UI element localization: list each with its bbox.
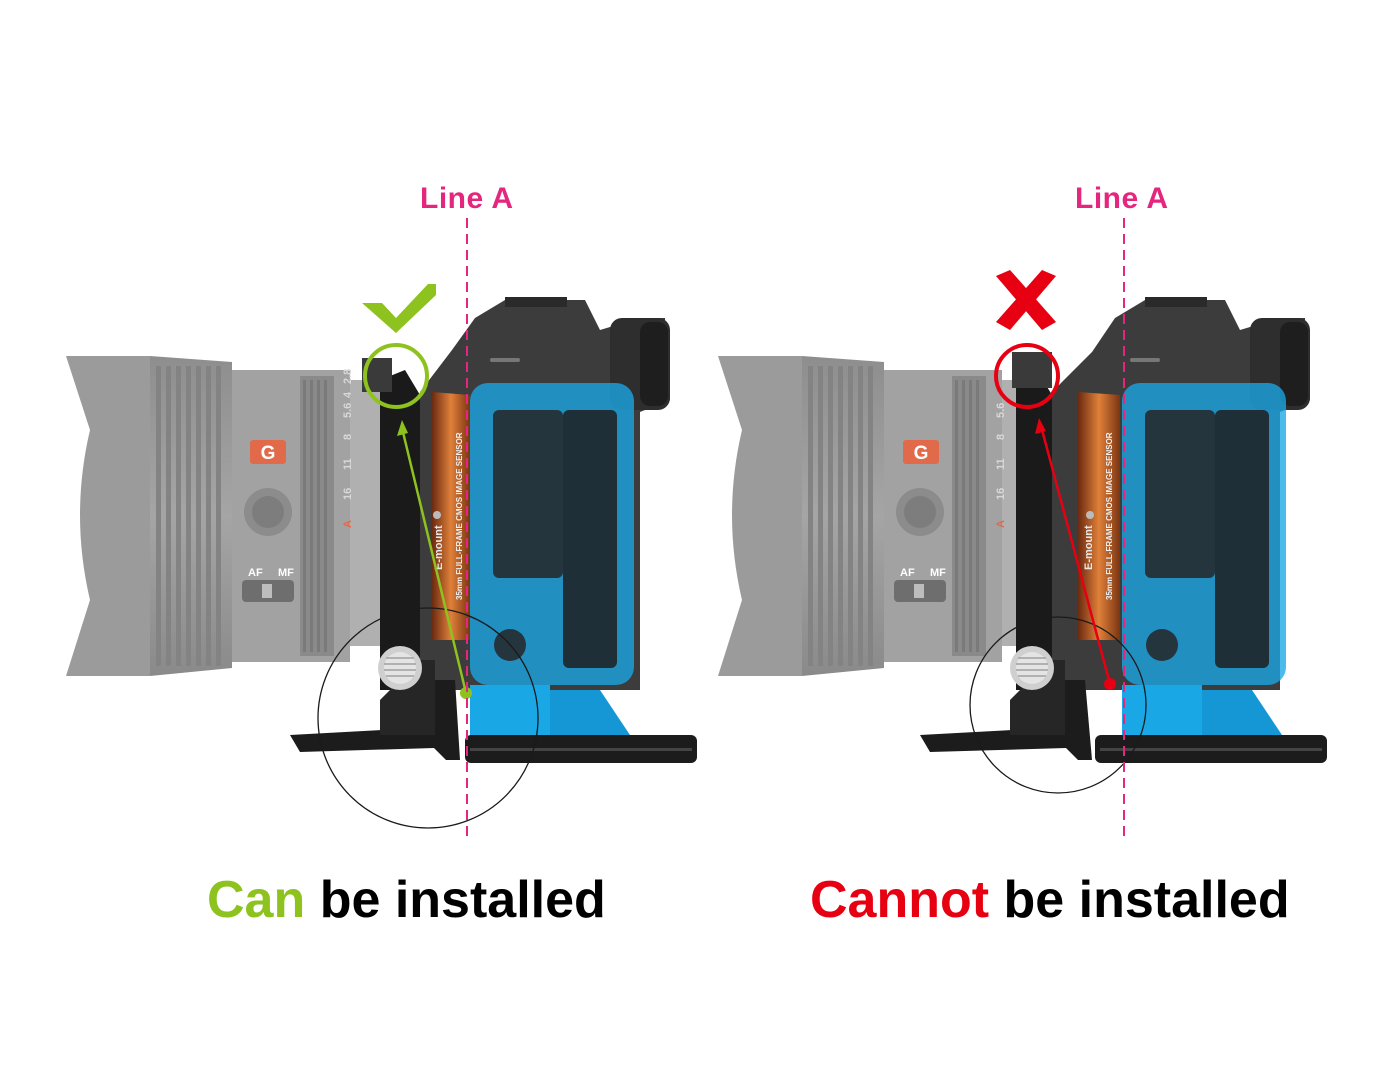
sensor-mount [432,392,470,640]
g-badge-label: G [914,443,929,464]
lens-mount-ring [1016,372,1052,690]
aperture-5-6: 5.6 [342,403,354,418]
caption-right-verdict: Cannot [810,871,990,929]
mount-label: E-mount [1083,525,1095,570]
mf-label: MF [930,567,946,579]
caption-right: Cannot be installed [810,870,1290,930]
aperture-5-6: 5.6 [995,403,1007,418]
lens-mount-ring [380,370,420,690]
detail-circle [969,616,1147,794]
aperture-a: A [995,520,1007,528]
detail-circle [317,607,539,829]
cross-mark-icon [996,270,1056,330]
focus-ring [156,366,221,666]
caption-left-rest: be installed [305,871,606,929]
aperture-4: 4 [342,391,354,398]
aperture-scale: A 16 11 8 5.6 [995,403,1007,528]
panel-right-illustration: G AF MF A 16 11 8 5.6 E-mount 35mm FULL-… [718,218,1327,840]
aperture-16: 16 [995,488,1007,500]
line-a-label-left: Line A [420,182,514,215]
aperture-a: A [342,520,354,528]
aperture-scale: A 16 11 8 5.6 4 2.8 [342,369,354,528]
af-label: AF [900,567,915,579]
l-bracket-base [1122,685,1202,735]
sensor-label: 35mm FULL-FRAME CMOS IMAGE SENSOR [455,432,464,600]
g-badge-label: G [261,443,276,464]
g-badge [903,440,939,464]
g-badge [250,440,286,464]
clearance-arrow [400,427,468,694]
sensor-label: 35mm FULL-FRAME CMOS IMAGE SENSOR [1105,432,1114,600]
aperture-8: 8 [995,434,1007,440]
caption-right-rest: be installed [989,871,1290,929]
aperture-11: 11 [995,458,1007,470]
clearance-highlight-circle [363,343,429,409]
lens-hood [718,356,802,676]
mount-label: E-mount [433,525,445,570]
caption-left: Can be installed [207,870,606,930]
hot-shoe [505,297,567,307]
hot-shoe [1145,297,1207,307]
aperture-11: 11 [342,458,354,470]
tripod-foot [290,680,460,760]
af-label: AF [248,567,263,579]
l-bracket-base [470,685,550,735]
aperture-2-8: 2.8 [342,369,354,384]
panel-left-illustration: G AF MF A 16 11 8 5.6 4 2.8 E-mount 35mm [66,218,697,840]
check-mark-icon [362,284,436,333]
line-a-label-right: Line A [1075,182,1169,215]
mf-label: MF [278,567,294,579]
clearance-arrow [1039,425,1112,685]
tripod-foot [920,680,1092,760]
aperture-8: 8 [342,434,354,440]
lens-hood [66,356,150,676]
sensor-mount [1078,392,1120,640]
focus-ring [808,366,873,666]
caption-left-verdict: Can [207,871,306,929]
clearance-highlight-circle [994,343,1060,409]
aperture-16: 16 [342,488,354,500]
